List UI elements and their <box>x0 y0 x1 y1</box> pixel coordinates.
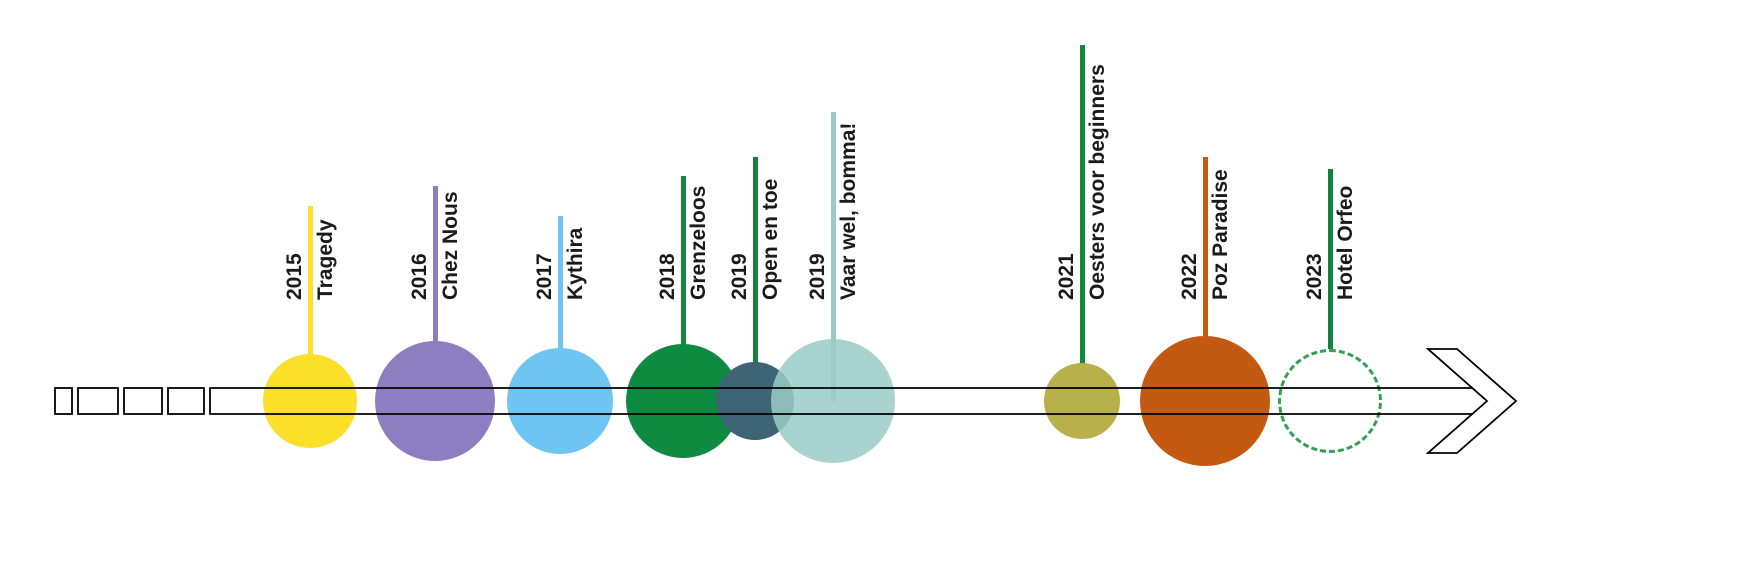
event-year-label: 2023 <box>1303 253 1326 300</box>
event-year-label: 2019 <box>728 253 751 300</box>
axis-segment <box>123 387 163 415</box>
event-title-label: Open en toe <box>759 178 782 300</box>
axis-segment <box>167 387 205 415</box>
axis-start-segments <box>54 387 205 415</box>
event-circle <box>263 354 357 448</box>
axis-arrowhead-icon <box>1425 348 1518 454</box>
event-circle <box>771 339 895 463</box>
event-stem-line <box>557 216 563 401</box>
event-title-label: Kythira <box>564 227 587 300</box>
event-title-label: Vaar wel, bomma! <box>837 122 860 300</box>
event-circle <box>375 341 495 461</box>
event-year-label: 2019 <box>806 253 829 300</box>
event-title-label: Oesters voor beginners <box>1086 64 1109 300</box>
axis-segment <box>54 387 73 415</box>
event-stem-line <box>1327 169 1333 349</box>
event-title-label: Hotel Orfeo <box>1334 185 1357 300</box>
event-stem-line <box>432 186 438 401</box>
event-title-label: Tragedy <box>314 219 337 300</box>
event-title-label: Chez Nous <box>439 191 462 300</box>
event-year-label: 2018 <box>656 253 679 300</box>
axis-segment <box>77 387 119 415</box>
event-circle <box>1278 349 1382 453</box>
event-stem-line <box>830 112 836 401</box>
event-stem-line <box>752 157 758 401</box>
event-year-label: 2017 <box>533 253 556 300</box>
event-stem-line <box>1079 45 1085 401</box>
event-year-label: 2021 <box>1055 253 1078 300</box>
event-year-label: 2016 <box>408 253 431 300</box>
event-stem-line <box>680 176 686 401</box>
event-title-label: Poz Paradise <box>1209 169 1232 300</box>
event-stem-line <box>1202 157 1208 401</box>
event-circle <box>1140 336 1270 466</box>
event-year-label: 2015 <box>283 253 306 300</box>
event-stem-line <box>307 206 313 401</box>
event-year-label: 2022 <box>1178 253 1201 300</box>
event-circle <box>507 348 613 454</box>
event-title-label: Grenzeloos <box>687 185 710 300</box>
event-circle <box>1044 363 1120 439</box>
